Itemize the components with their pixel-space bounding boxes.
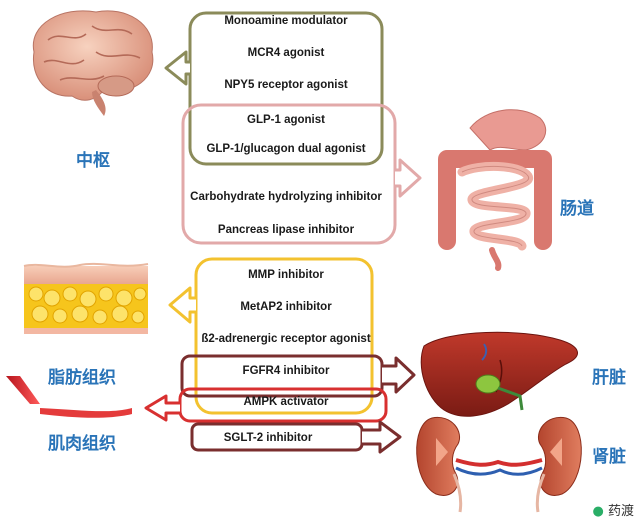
kidney-illustration bbox=[416, 416, 582, 513]
cns-drug-frame bbox=[164, 11, 384, 166]
label-kidney: 肾脏 bbox=[592, 447, 626, 467]
drug-pancreas-lipase-inhibitor: Pancreas lipase inhibitor bbox=[218, 224, 355, 236]
drug-monoamine-modulator: Monoamine modulator bbox=[224, 15, 348, 27]
muscle-tissue-illustration bbox=[6, 376, 132, 418]
label-muscle: 肌肉组织 bbox=[48, 434, 116, 454]
intestine-illustration bbox=[438, 109, 552, 271]
drug-glp1-agonist: GLP-1 agonist bbox=[247, 114, 325, 126]
drug-sglt2-inhibitor: SGLT-2 inhibitor bbox=[224, 432, 313, 444]
wechat-icon: ● bbox=[592, 504, 604, 519]
gut-drug-frame bbox=[181, 103, 422, 245]
brain-illustration bbox=[32, 10, 154, 116]
drug-carbohydrate-inhibitor: Carbohydrate hydrolyzing inhibitor bbox=[190, 191, 382, 203]
drug-ampk-activator: AMPK activator bbox=[244, 396, 330, 408]
label-gut: 肠道 bbox=[560, 199, 594, 219]
liver-drug-frame bbox=[180, 354, 416, 398]
drug-b2-adrenergic-agonist: ß2-adrenergic receptor agonist bbox=[201, 333, 371, 345]
kidney-drug-frame bbox=[190, 420, 402, 454]
watermark: ● 药渡 bbox=[593, 500, 635, 519]
drug-mmp-inhibitor: MMP inhibitor bbox=[248, 269, 324, 281]
watermark-text: 药渡 bbox=[607, 504, 634, 519]
drug-fgfr4-inhibitor: FGFR4 inhibitor bbox=[243, 365, 330, 377]
label-liver: 肝脏 bbox=[592, 368, 626, 388]
adipose-drug-frame bbox=[168, 257, 374, 415]
adipose-tissue-illustration bbox=[23, 262, 149, 334]
muscle-drug-frame bbox=[144, 387, 388, 423]
drug-glp1-glucagon-agonist: GLP-1/glucagon dual agonist bbox=[206, 143, 365, 155]
drug-metap2-inhibitor: MetAP2 inhibitor bbox=[240, 301, 332, 313]
drug-npy5-agonist: NPY5 receptor agonist bbox=[224, 79, 348, 91]
liver-illustration bbox=[420, 331, 578, 417]
drug-mcr4-agonist: MCR4 agonist bbox=[248, 47, 325, 59]
label-cns: 中枢 bbox=[76, 151, 110, 171]
label-adipose: 脂肪组织 bbox=[48, 368, 116, 388]
